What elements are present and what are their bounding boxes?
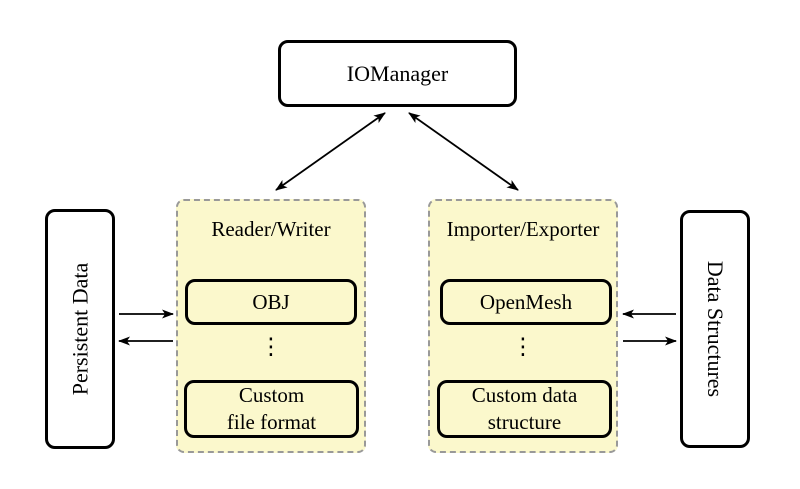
node-custom-file-format: Custom file format [184,380,359,438]
reader-writer-title: Reader/Writer [211,217,331,241]
node-data-structures: Data Structures [680,210,750,448]
obj-label: OBJ [252,289,290,314]
importer-exporter-title: Importer/Exporter [446,217,600,241]
openmesh-label: OpenMesh [479,289,573,314]
node-custom-data-structure: Custom data structure [437,380,612,438]
node-persistent-data: Persistent Data [45,209,115,449]
iomanager-label: IOManager [346,60,449,86]
custom-file-format-line1: Custom [238,383,305,407]
vertical-ellipsis-icon: ⋮ [259,334,283,360]
data-structures-label: Data Structures [703,260,729,398]
panel-reader-writer: Reader/Writer OBJ ⋮ Custom file format [176,199,366,453]
vertical-ellipsis-icon: ⋮ [511,334,535,360]
node-iomanager: IOManager [278,40,517,107]
custom-data-structure-line2: structure [487,410,562,434]
persistent-data-label: Persistent Data [67,262,92,396]
edge-iomanager-readerwriter [275,112,386,191]
custom-data-structure-line1: Custom data [471,383,578,407]
edge-iomanager-importerexporter [408,112,519,191]
node-openmesh: OpenMesh [440,279,612,325]
panel-importer-exporter: Importer/Exporter OpenMesh ⋮ Custom data… [428,199,618,453]
node-obj: OBJ [185,279,357,325]
custom-file-format-line2: file format [226,410,317,434]
